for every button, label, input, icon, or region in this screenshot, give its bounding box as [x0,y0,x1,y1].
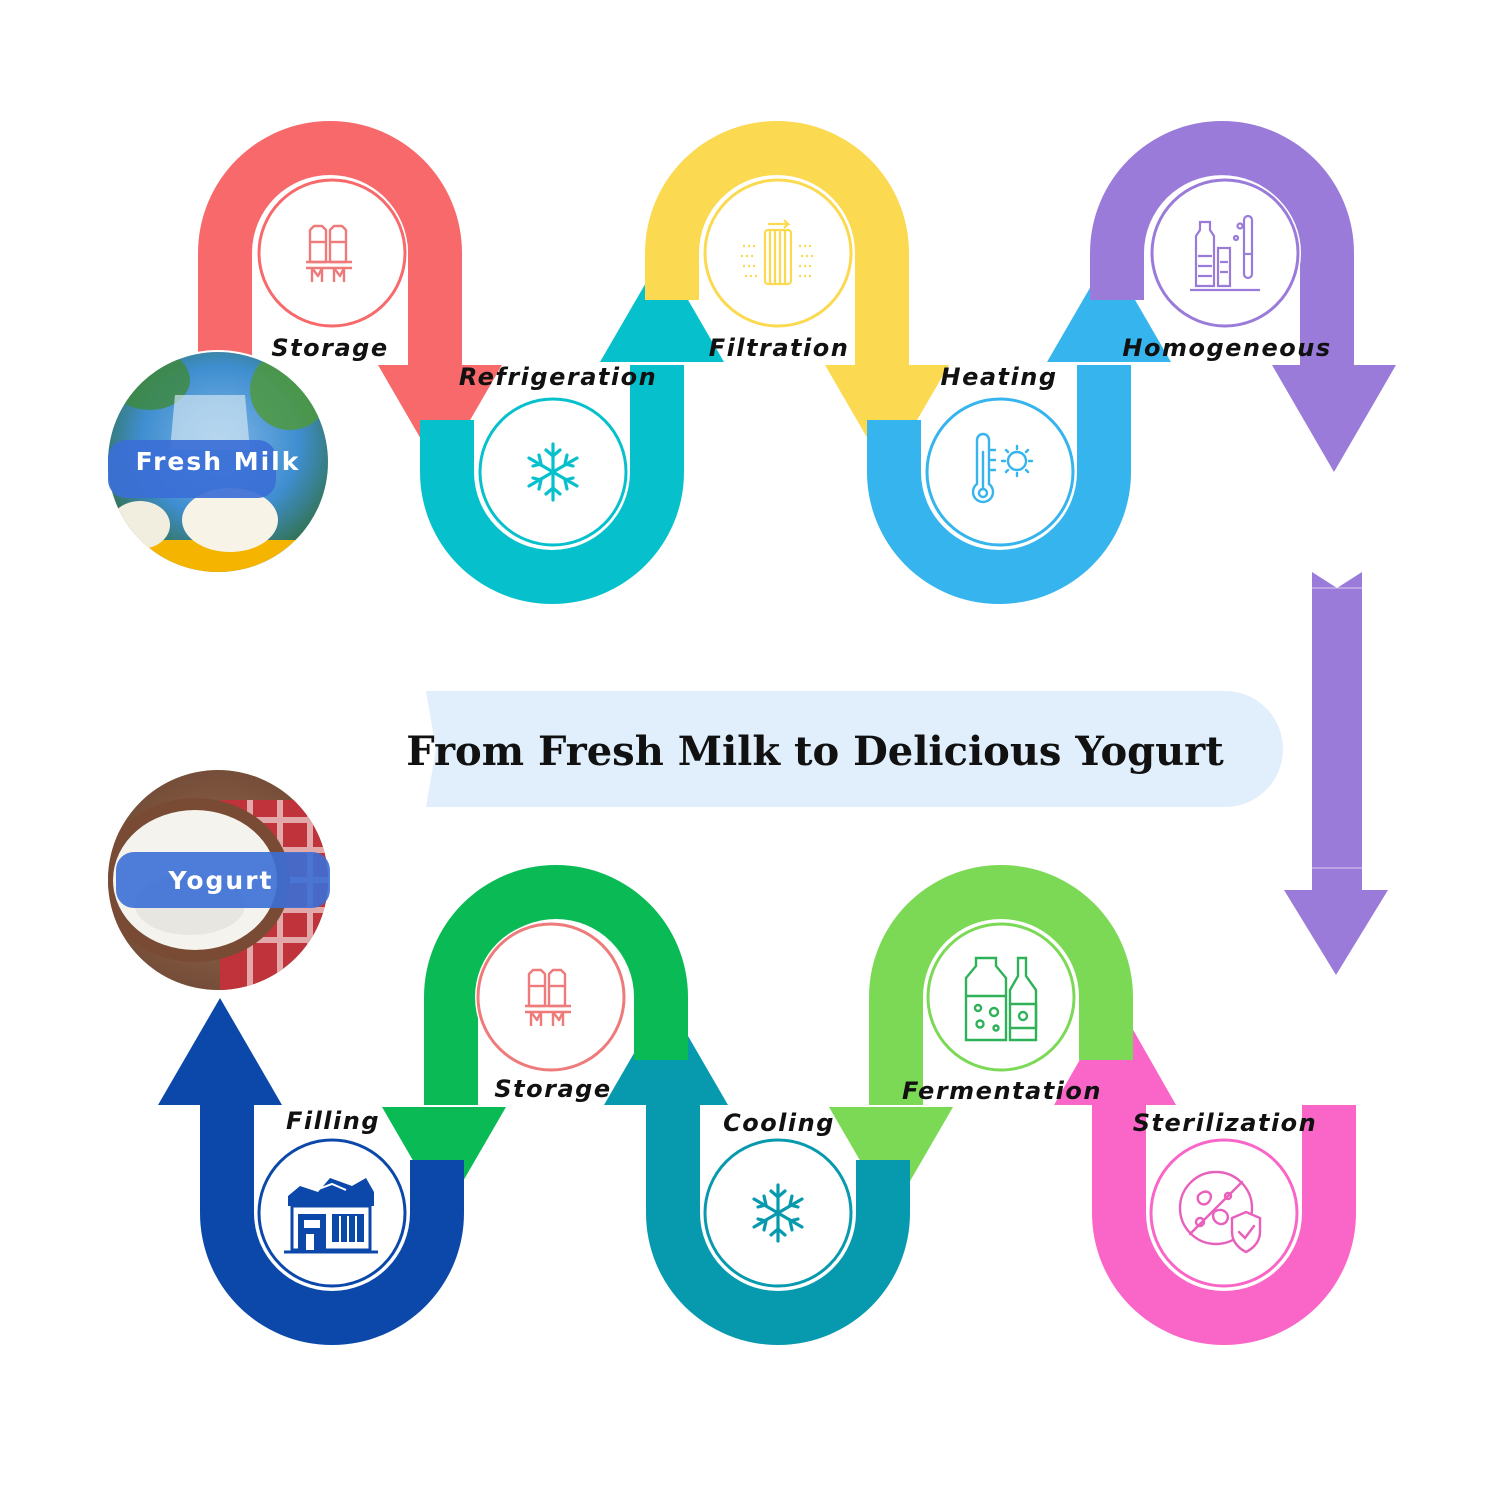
lab-bottles-icon [1190,214,1260,292]
step-label-sterilization: Sterilization [1133,1109,1318,1137]
step-label-refrigeration: Refrigeration [459,363,657,391]
refrigeration-arrow [600,255,724,362]
step-label-homogeneous: Homogeneous [1122,334,1331,362]
sterilization-band [1092,1105,1356,1345]
fermentation-icon-circle [925,921,1077,1073]
storage-arrow [378,365,502,472]
homogeneous-arrow [1272,365,1396,472]
filtration-band [645,121,909,365]
step-label-storage: Storage [271,334,388,362]
step-label-storage-2: Storage [494,1075,611,1103]
step-label-filling: Filling [286,1107,380,1135]
filling-arrow [158,998,282,1105]
sterilization-icon-circle [1148,1137,1300,1289]
fermentation-bottles-icon [964,956,1038,1042]
thermometer-sun-icon [971,432,1034,504]
filling-band [200,1105,464,1345]
top-row-flow [198,121,1396,604]
fermentation-band [869,865,1133,1105]
bottom-row-flow [158,865,1356,1345]
homogeneous-icon-circle [1149,177,1301,329]
row-connector-arrow [1284,566,1388,975]
fresh-milk-photo: Fresh Milk [106,350,330,574]
snowflake-icon [527,442,579,502]
heating-icon-circle [924,396,1076,548]
page-title: From Fresh Milk to Delicious Yogurt [406,728,1224,775]
milk-tank-icon [306,224,352,282]
step-labels: Storage Refrigeration Filtration Heating… [271,334,1331,1137]
storage-2-icon-circle [475,921,627,1073]
storage-icon-circle [256,177,408,329]
refrigeration-band [420,365,684,604]
cooling-icon-circle [702,1137,854,1289]
step-label-heating: Heating [940,363,1057,391]
milk-tank-icon [525,968,571,1026]
title-banner: From Fresh Milk to Delicious Yogurt [406,691,1283,807]
snowflake-icon [752,1183,804,1243]
icon-circles [256,177,1301,1289]
filtration-arrow [825,365,949,472]
yogurt-photo: Yogurt [106,768,330,992]
storage-2-band [424,865,688,1105]
filter-cartridge-icon [741,219,815,286]
factory-icon [284,1178,378,1254]
step-label-fermentation: Fermentation [902,1077,1102,1105]
refrigeration-icon-circle [477,396,629,548]
heating-band [867,365,1131,604]
cooling-band [646,1105,910,1345]
homogeneous-band [1090,121,1354,365]
filtration-icon-circle [702,177,854,329]
filling-icon-circle [256,1137,408,1289]
heating-arrow [1047,255,1171,362]
bacteria-shield-icon [1178,1170,1262,1254]
start-label: Fresh Milk [136,447,301,476]
end-label: Yogurt [168,866,274,895]
step-label-filtration: Filtration [709,334,850,362]
storage-band [198,121,462,365]
step-label-cooling: Cooling [723,1109,835,1137]
